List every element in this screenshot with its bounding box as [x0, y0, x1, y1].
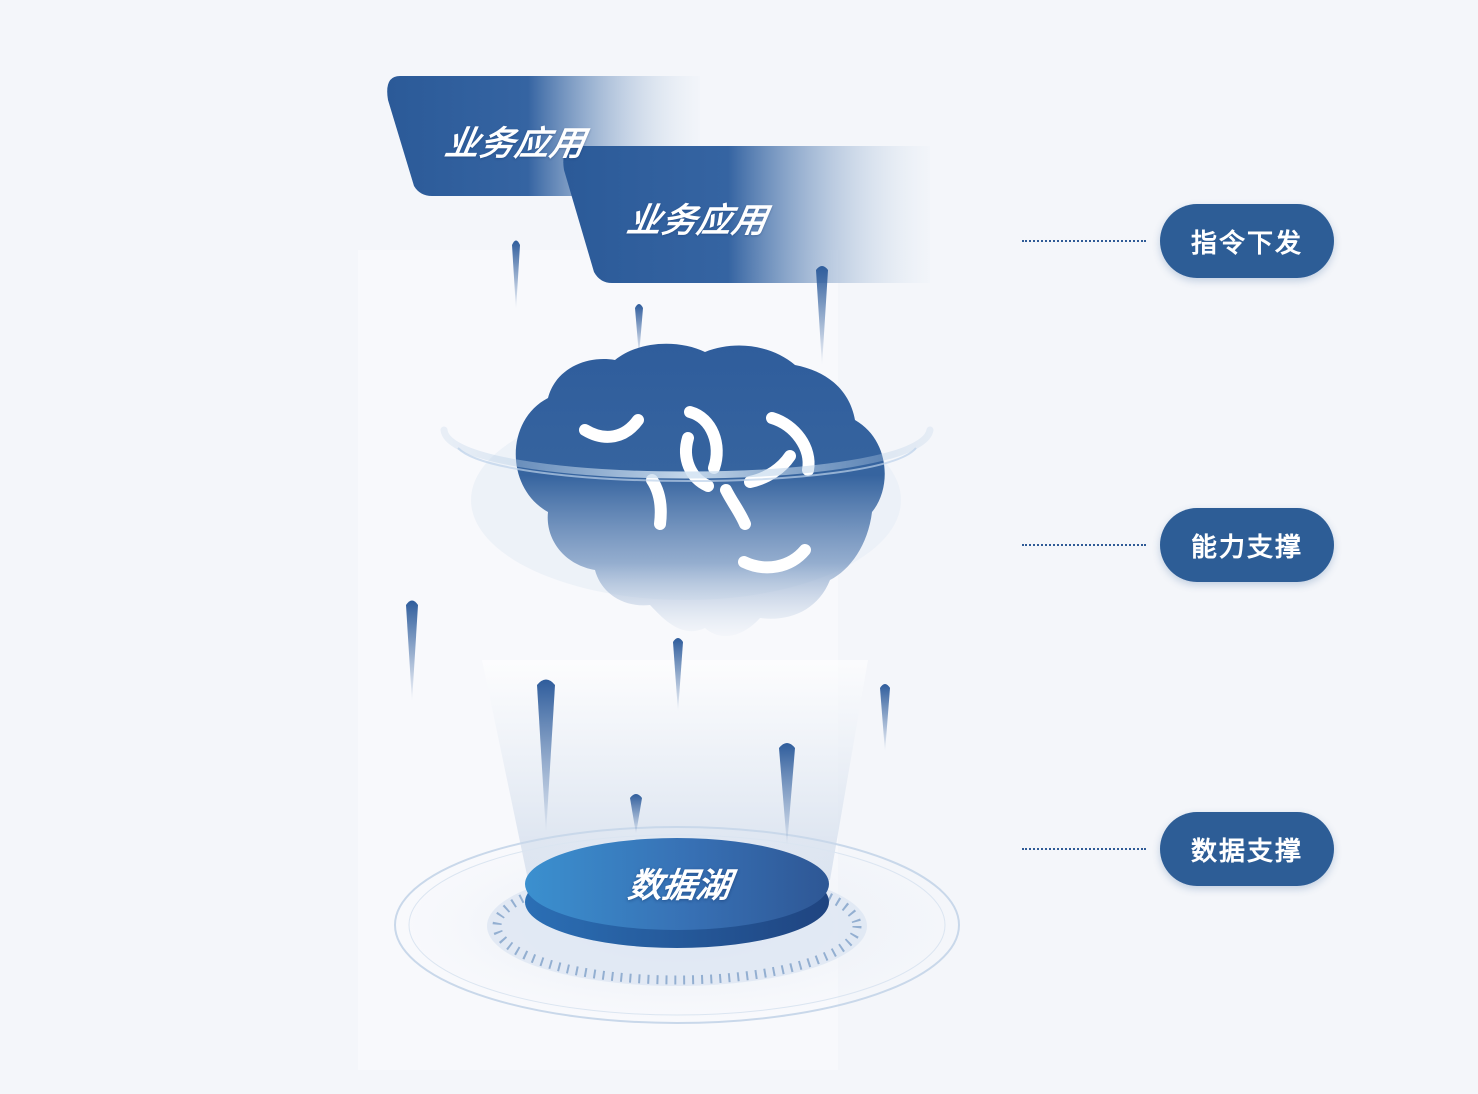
- layer-pill-capability: 能力支撑: [1160, 508, 1334, 582]
- data-flow-spikes: [406, 240, 890, 846]
- brain-icon: [471, 343, 901, 637]
- connector-dotted-line: [1022, 848, 1146, 850]
- brain-orbit-ring: [440, 426, 934, 482]
- light-beam: [482, 660, 868, 880]
- layer-row-command: 指令下发: [1022, 204, 1342, 278]
- layer-pill-command: 指令下发: [1160, 204, 1334, 278]
- business-app-banner-2: [563, 146, 930, 283]
- banner-1-label: 业务应用: [441, 124, 589, 164]
- connector-dotted-line: [1022, 240, 1146, 242]
- layer-row-capability: 能力支撑: [1022, 508, 1342, 582]
- layer-pill-data: 数据支撑: [1160, 812, 1334, 886]
- layer-row-data: 数据支撑: [1022, 812, 1342, 886]
- data-lake-label: 数据湖: [625, 866, 734, 906]
- connector-dotted-line: [1022, 544, 1146, 546]
- banner-2-label: 业务应用: [623, 201, 771, 241]
- data-lake-disk: [525, 838, 829, 948]
